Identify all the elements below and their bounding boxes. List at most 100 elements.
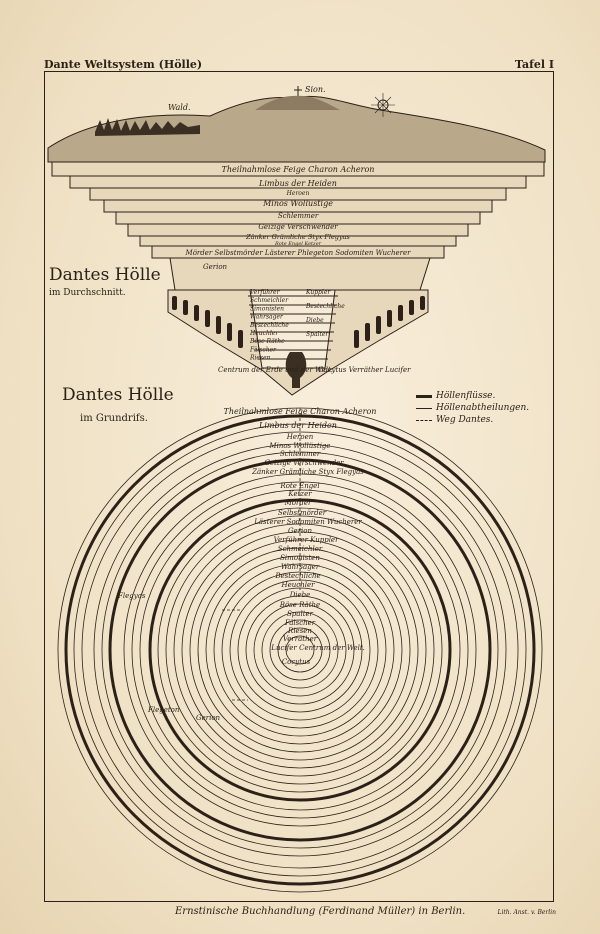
dante-path — [222, 408, 301, 701]
pit-right-label: Bestechliche — [305, 303, 345, 310]
pit-right-label: Diebe — [305, 317, 324, 324]
legend-label-path: Weg Dantes. — [436, 415, 494, 425]
plan-label: Heuchler — [281, 581, 316, 589]
plan-label: Schmeichler — [278, 545, 323, 553]
plan-ring — [131, 481, 469, 819]
legend-swatch-thick — [416, 394, 432, 398]
plan-label: Cocytus — [282, 658, 311, 666]
plan-label: Fälscher — [284, 619, 316, 627]
ring-5b: Rote Engel Ketzer — [274, 241, 322, 247]
plan-label: Riesen — [287, 627, 312, 635]
plan-subtitle: im Grundrifs. — [80, 413, 148, 424]
legend-item-path: Weg Dantes. — [416, 414, 529, 426]
section-title: Dantes Hölle — [49, 265, 161, 285]
mountain-sion — [255, 95, 340, 110]
plan-label: Ketzer — [287, 490, 312, 498]
plan-label: Minos Wollüstige — [268, 442, 330, 450]
plate-frame — [44, 71, 554, 902]
plan-labels: Theilnahmlose Feige Charon AcheronLimbus… — [224, 407, 377, 666]
pit-right-label: Kuppler — [305, 289, 331, 296]
pit-right-label: Spalter — [306, 331, 329, 338]
label-gerion: Gerion — [203, 263, 228, 271]
plan-label: Böse Räthe — [279, 601, 320, 609]
ring-6: Mörder Selbstmörder Lästerer Phlegeton S… — [185, 249, 412, 257]
plan-label: Bestechliche — [274, 572, 320, 580]
plan-ring — [101, 451, 499, 849]
pit — [167, 289, 429, 396]
arches-right — [354, 296, 425, 348]
terraces — [51, 161, 545, 291]
plan-label: Schlemmer — [280, 450, 321, 458]
plan-ring — [221, 571, 379, 729]
plan-side-gerion: Gerion — [196, 714, 221, 722]
footer-publisher: Ernstinische Buchhandlung (Ferdinand Mül… — [175, 906, 466, 917]
arches-left — [172, 296, 243, 348]
lucifer-figure — [285, 352, 307, 388]
ring-0: Theilnahmlose Feige Charon Acheron — [222, 165, 375, 174]
plan-label: Mörder — [284, 499, 312, 507]
plan-title: Dantes Hölle — [62, 385, 174, 405]
plan-label: Rote Engel — [279, 482, 319, 490]
plan-side-flegeton: Flegeton — [147, 706, 180, 714]
legend-label-rivers: Höllenflüsse. — [436, 391, 496, 401]
ring-1: Limbus der Heiden — [258, 179, 337, 188]
legend-item-divisions: Höllenabtheilungen. — [416, 402, 529, 414]
label-forest: Wald. — [168, 103, 191, 112]
ring-3: Schlemmer — [278, 212, 319, 220]
pit-left-label: Schmeichler — [250, 297, 289, 304]
plan-ring — [181, 531, 419, 769]
pit-left-label: Bestechliche — [249, 322, 289, 329]
pit-left-label: Heuchler — [249, 330, 279, 337]
pit-left-label: Fälscher — [249, 346, 277, 353]
plan-label: Centrum der Welt. — [299, 644, 365, 652]
plan-label: Limbus der Heiden — [258, 421, 337, 430]
ring-4: Geizige Verschwender — [258, 223, 338, 231]
legend-label-divisions: Höllenabtheilungen. — [436, 403, 530, 413]
plan-label: Spalter — [287, 610, 314, 618]
label-summit: Sion. — [305, 85, 326, 94]
pit-left-label: Riesen — [249, 355, 271, 362]
plan-label: Gerion — [288, 527, 313, 535]
footer-lith: Lith. Anst. v. Berlin — [497, 909, 556, 916]
pit-left-label: Verführer — [250, 289, 281, 296]
centre-left-1: Centrum der Erde und der Welt. — [218, 366, 333, 374]
plan-ring — [277, 627, 323, 673]
plan-label: Verführer Kuppler — [274, 536, 339, 544]
plan-label: Diebe — [289, 591, 311, 599]
ring-5: Zänker Grämliche Styx Flegyas — [245, 233, 350, 241]
plan-ring — [253, 603, 347, 697]
pit-labels-left: VerführerSchmeichlerSimonistenWahrsagerB… — [249, 289, 289, 362]
plan-ring — [81, 431, 519, 869]
legend: Höllenflüsse. Höllenabtheilungen. Weg Da… — [416, 390, 529, 426]
header-right: Tafel I — [514, 58, 554, 71]
header-left: Dante Weltsystem (Hölle) — [44, 58, 203, 71]
pit-left-label: Böse Räthe — [249, 338, 285, 345]
plan-label: Zänker Grämliche Styx Flegyas — [251, 468, 364, 476]
plan-label: Theilnahmlose Feige Charon Acheron — [224, 407, 377, 416]
legend-swatch-thin — [416, 407, 432, 409]
pit-left-label: Simonisten — [250, 305, 284, 312]
forest — [95, 118, 200, 136]
plan-ring — [245, 595, 355, 705]
plan-ring — [285, 635, 315, 665]
plan-label: Wahrsager — [281, 563, 320, 571]
plan-ring — [261, 611, 339, 689]
plan-label: Selbstmörder — [278, 509, 327, 517]
centre-right: Cocytus Verräther Lucifer — [318, 366, 411, 374]
plan-side-flegyas: Flegyas — [117, 592, 146, 600]
legend-swatch-dashed — [416, 419, 432, 421]
ring-1b: Heroen — [286, 190, 310, 197]
section-subtitle: im Durchschnitt. — [49, 288, 126, 298]
sun — [371, 93, 395, 117]
plan-ring — [269, 619, 331, 681]
plan-label: Lucifer — [270, 644, 297, 652]
legend-item-rivers: Höllenflüsse. — [416, 390, 529, 402]
plan-label: Verräther — [283, 635, 318, 643]
ring-2: Minos Wollüstige — [262, 199, 333, 208]
plan-label: Heroen — [286, 433, 314, 441]
plan-circles — [57, 407, 543, 893]
plan-label: Geizige Verschwender — [264, 459, 344, 467]
pit-left-label: Wahrsager — [250, 314, 284, 321]
